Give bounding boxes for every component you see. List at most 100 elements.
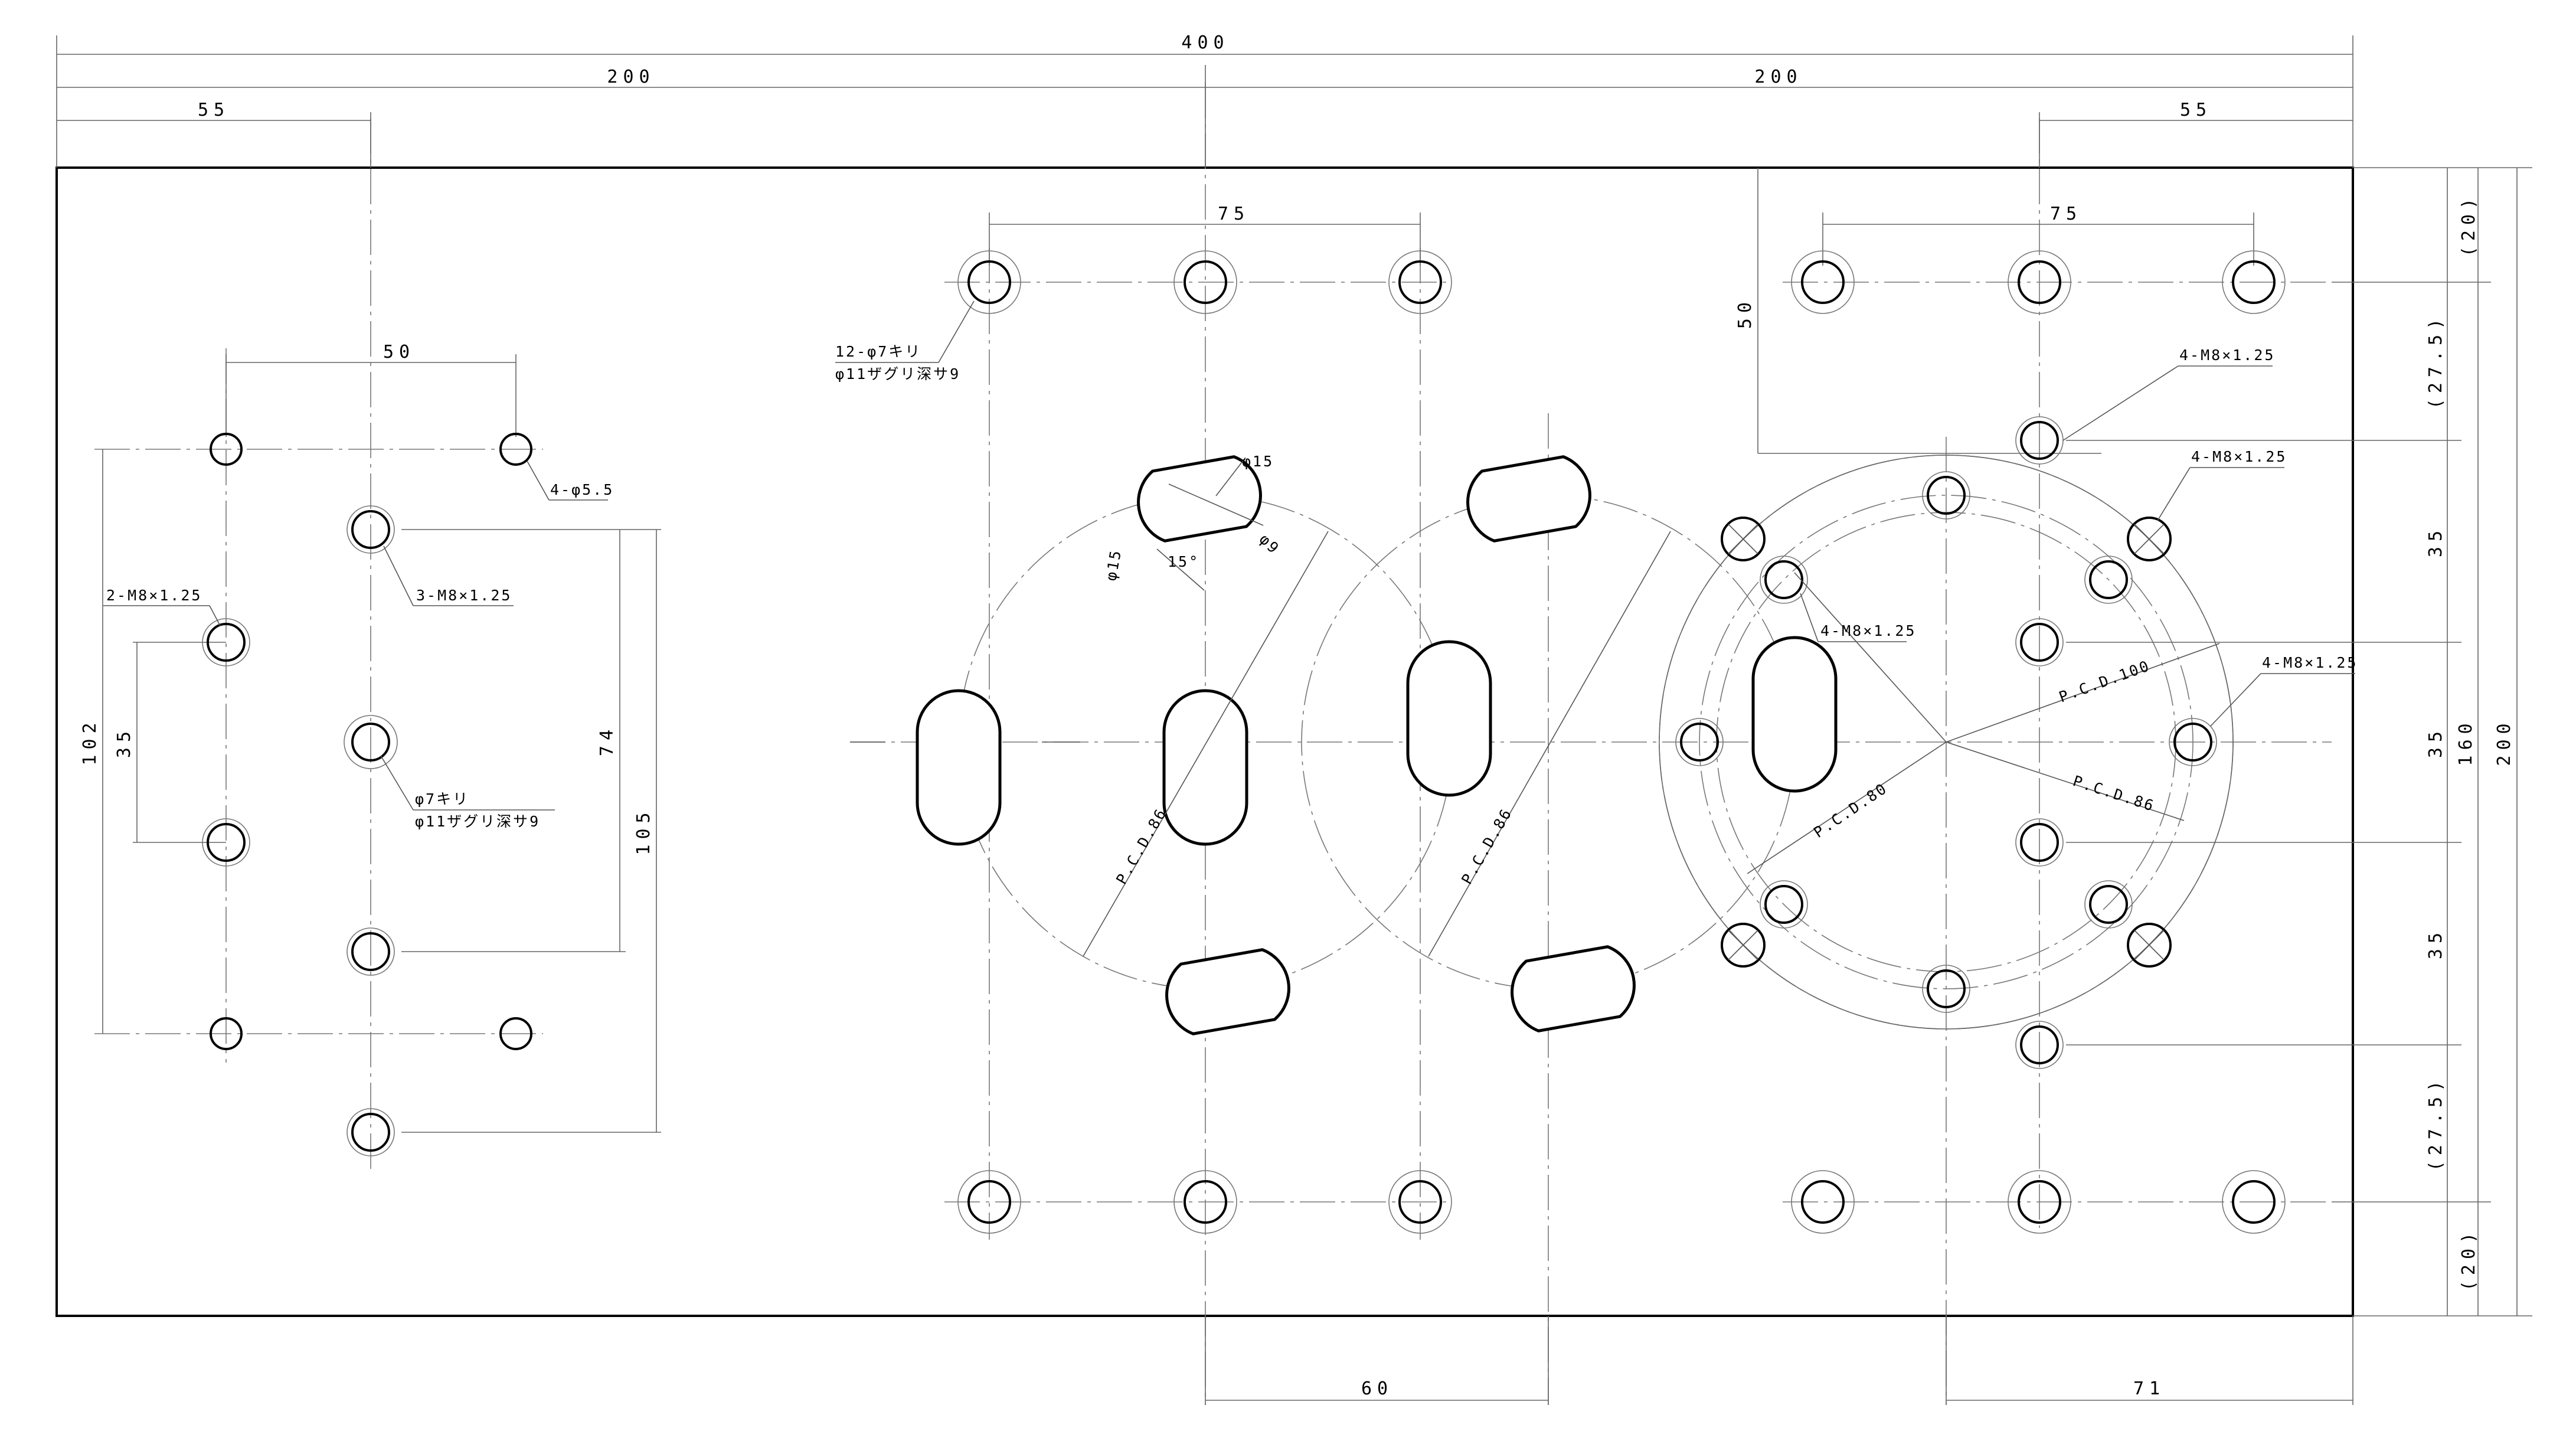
keyhole-slot (1466, 455, 1591, 543)
keyhole-slot (1751, 636, 1838, 793)
right-pcd-holes (1675, 416, 2217, 1069)
dim-left-50: 50 (383, 342, 415, 362)
callout-leaders (103, 300, 2355, 811)
bolt-row-dimensions (989, 168, 2254, 454)
cb-hole-center (344, 715, 398, 769)
dim-right-4: 35 (2425, 726, 2446, 758)
slot-dim-d15-b: φ15 (1102, 548, 1124, 582)
pcd-label-80: P.C.D.80 (1810, 779, 1891, 841)
plate-outline (55, 166, 2354, 1317)
pcd-label-mid: P.C.D.86 (1458, 805, 1515, 887)
dim-left-pitch: 75 (1218, 204, 1250, 224)
keyhole-slot (916, 689, 1002, 846)
tapped-hole (202, 618, 250, 666)
left-group-dimensions (102, 354, 661, 1133)
dim-side-50: 50 (1735, 297, 1756, 329)
tapped-hole (2015, 618, 2064, 666)
tapped-hole (2015, 1021, 2064, 1069)
dim-right-half: 200 (1754, 67, 1802, 87)
dim-right-7: (20) (2459, 1227, 2479, 1291)
bottom-dimensions (1205, 1316, 2353, 1405)
callout-2-m8: 2-M8×1.25 (106, 587, 202, 604)
crossed-hole (2127, 517, 2172, 561)
tapped-hole (1760, 556, 1808, 604)
hole-phi55 (210, 433, 243, 466)
dim-bottom-71: 71 (2133, 1378, 2165, 1399)
tapped-hole (2015, 818, 2064, 867)
pcd-label-100: P.C.D.100 (2057, 657, 2153, 706)
cb-hole (1791, 1170, 1855, 1234)
crossed-hole (2127, 923, 2172, 968)
dim-total-width: 400 (1181, 32, 1229, 53)
hole-phi55 (499, 433, 532, 466)
slot-dim-d15-a: φ15 (1242, 453, 1274, 470)
top-dimensions (56, 35, 2353, 168)
keyhole-slot (1406, 640, 1492, 797)
callout-4-m8-c: 4-M8×1.25 (1820, 622, 1916, 639)
slot-dim-d9: φ9 (1256, 531, 1283, 558)
tapped-hole (1760, 880, 1808, 929)
dim-left-half: 200 (607, 67, 655, 87)
pcd-label-left: P.C.D.86 (1113, 805, 1170, 887)
pcd-label-86: P.C.D.86 (2071, 772, 2157, 815)
dim-total-height: 200 (2494, 718, 2515, 766)
dim-right-pitch: 75 (2050, 204, 2082, 224)
cb-hole (1173, 1170, 1237, 1234)
cb-hole (2008, 250, 2071, 314)
tapped-hole (346, 505, 395, 554)
dim-bottom-60: 60 (1361, 1378, 1393, 1399)
keyhole-slot (1511, 945, 1636, 1032)
tapped-hole (346, 1108, 395, 1156)
pcd-leaders (1083, 531, 2220, 957)
cb-hole (1388, 250, 1452, 314)
cb-hole (2222, 1170, 2286, 1234)
dim-right-1: (20) (2459, 193, 2479, 257)
dim-left-35: 35 (114, 726, 135, 758)
dim-left-74: 74 (597, 724, 617, 756)
dim-right-5: 35 (2425, 927, 2446, 959)
tapped-hole (1922, 471, 1970, 519)
cb-hole (1388, 1170, 1452, 1234)
callout-12-holes-l2: φ11ザグリ深サ9 (835, 365, 960, 383)
dim-left-102: 102 (80, 717, 100, 765)
hole-phi55 (210, 1017, 243, 1050)
dim-inner-height: 160 (2456, 718, 2476, 766)
tapped-hole (2169, 718, 2217, 766)
callout-4-m8-b: 4-M8×1.25 (2191, 448, 2287, 465)
dim-right-6: (27.5) (2425, 1076, 2446, 1171)
slot-dimensions (1156, 457, 1264, 591)
right-dimensions (2066, 167, 2532, 1316)
dim-right-2: (27.5) (2425, 313, 2446, 409)
callout-3-m8: 3-M8×1.25 (416, 587, 512, 604)
left-group-holes (202, 433, 532, 1156)
callout-center-l1: φ7キリ (415, 790, 469, 808)
crossed-hole (1721, 517, 1766, 561)
keyhole-slot (1162, 689, 1248, 846)
slot-dim-angle: 15° (1168, 553, 1199, 570)
callout-4-m8-a: 4-M8×1.25 (2179, 347, 2275, 364)
callout-center-l2: φ11ザグリ深サ9 (415, 813, 540, 830)
tapped-hole (346, 927, 395, 976)
keyhole-slot (1165, 948, 1290, 1035)
tapped-hole (2084, 556, 2133, 604)
callout-12-holes-l1: 12-φ7キリ (835, 343, 921, 360)
dim-right-offset: 55 (2180, 100, 2212, 120)
keyhole-slots (850, 455, 1838, 1035)
cb-hole (1791, 250, 1855, 314)
cb-hole (957, 1170, 1021, 1234)
dim-left-offset: 55 (198, 100, 230, 120)
tapped-hole (2084, 880, 2133, 929)
hole-phi55 (499, 1017, 532, 1050)
cb-hole (2008, 1170, 2071, 1234)
cb-hole (1173, 250, 1237, 314)
callout-4-phi55: 4-φ5.5 (550, 481, 614, 498)
callout-4-m8-d: 4-M8×1.25 (2262, 654, 2358, 671)
dim-left-105: 105 (633, 807, 654, 855)
cb-hole (2222, 250, 2286, 314)
cb-hole (957, 250, 1021, 314)
tapped-hole (1675, 718, 1724, 766)
crossed-hole (1721, 923, 1766, 968)
counterbored-holes (344, 250, 2286, 1234)
tapped-hole (202, 818, 250, 867)
